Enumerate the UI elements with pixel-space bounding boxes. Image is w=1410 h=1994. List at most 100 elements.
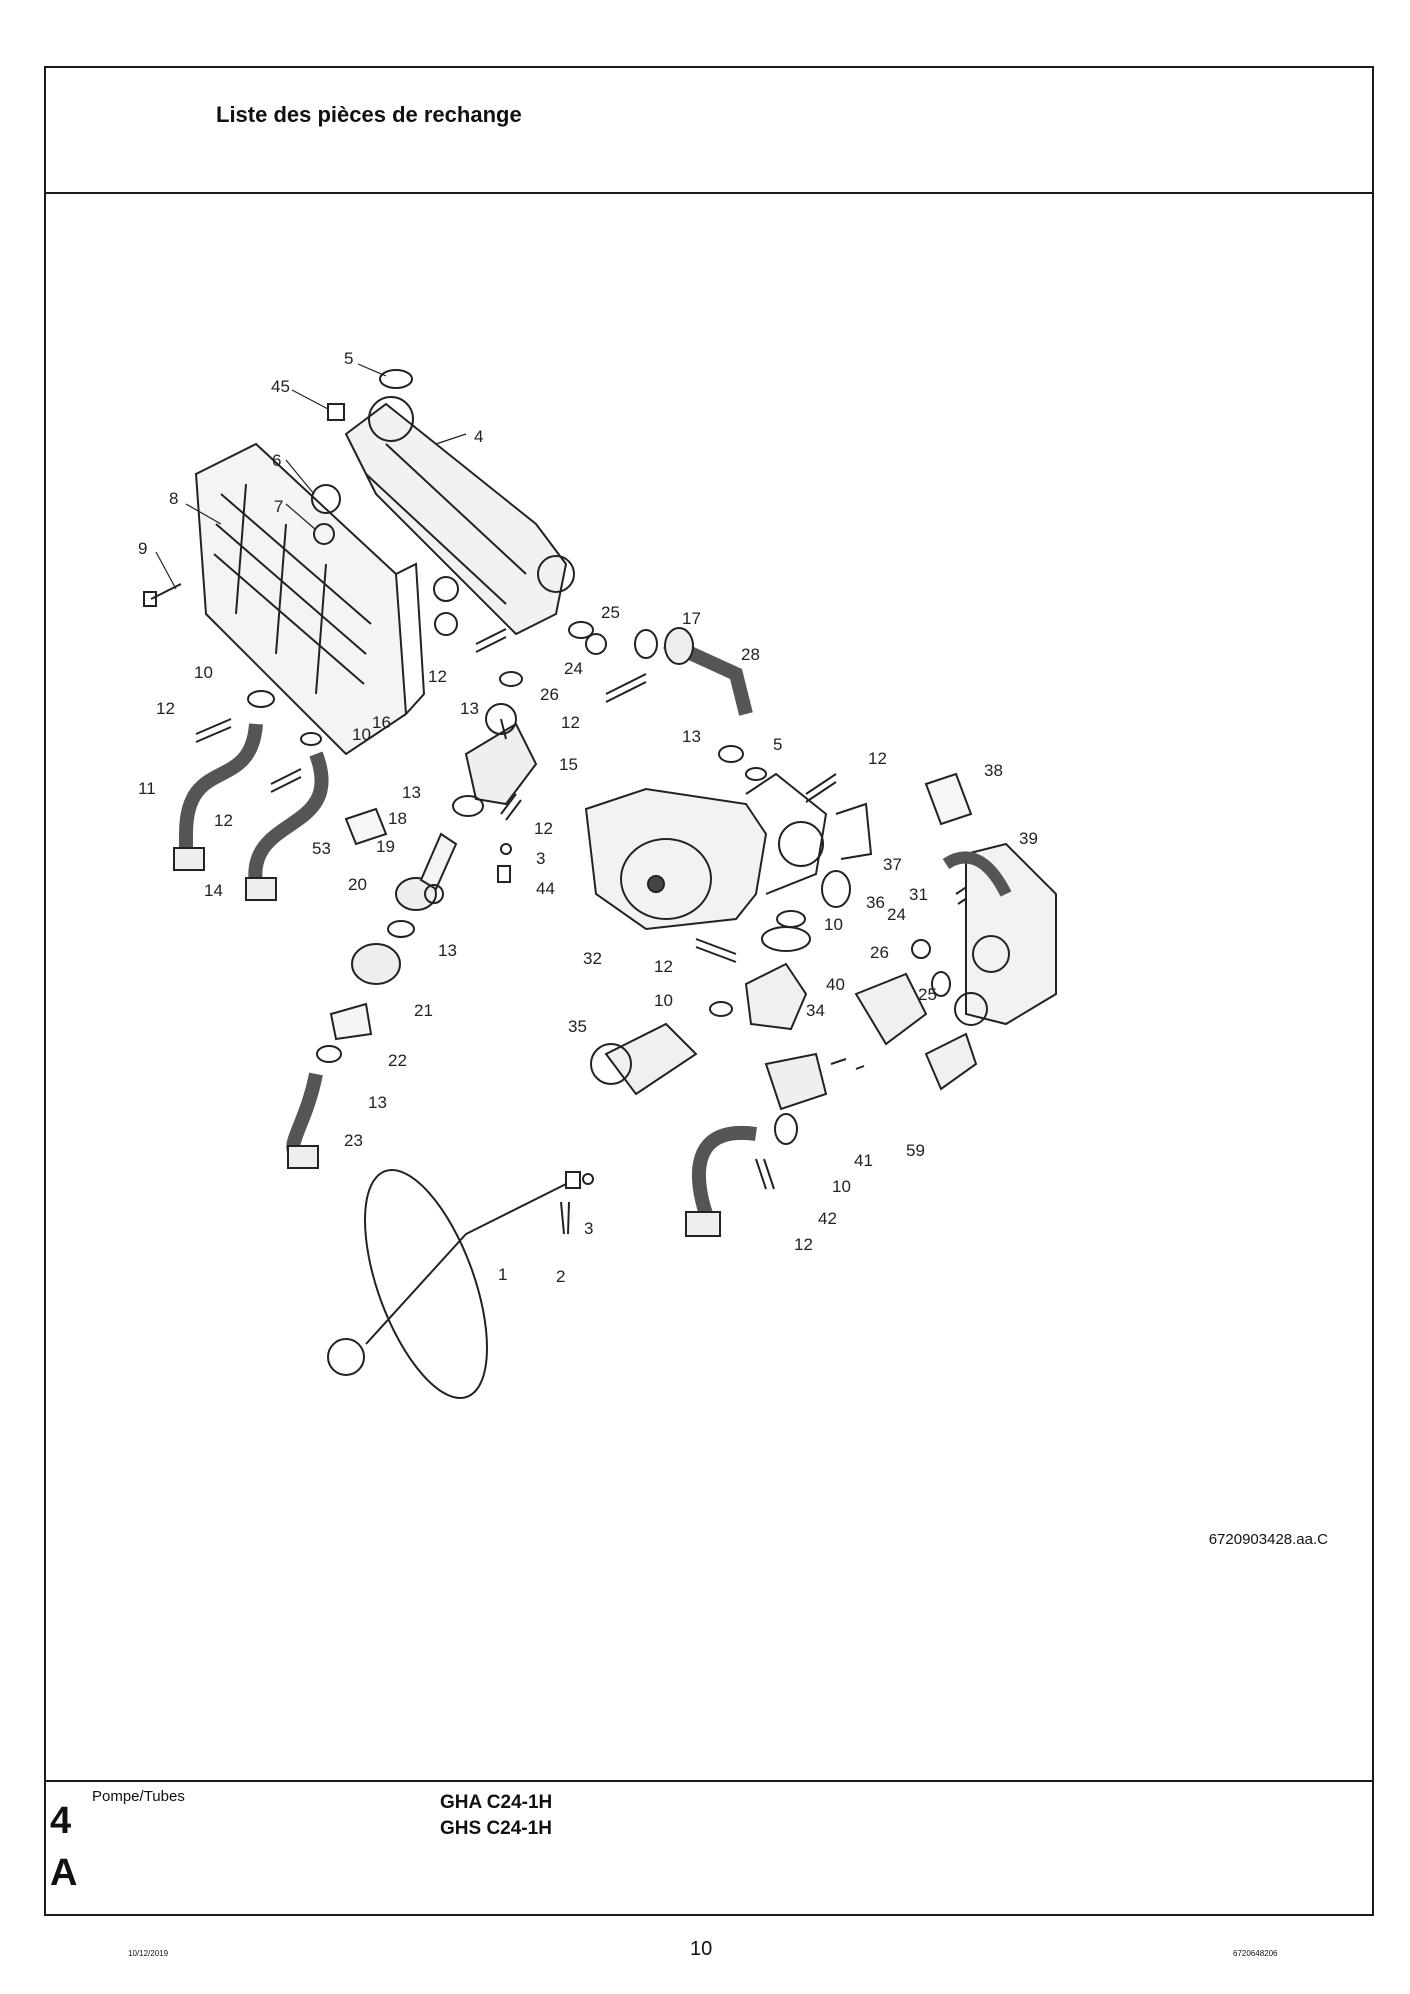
- callout-label: 7: [274, 497, 283, 516]
- callout-label: 9: [138, 539, 147, 558]
- callout-label: 39: [1019, 829, 1038, 848]
- callout-label: 10: [194, 663, 213, 682]
- footer-band: Pompe/Tubes 4 A GHA C24-1H GHS C24-1H: [46, 1780, 1372, 1914]
- callout-label: 12: [428, 667, 447, 686]
- nut-part: [327, 403, 345, 421]
- pipe-part: [248, 751, 329, 885]
- callout-label: 12: [654, 957, 673, 976]
- callout-label: 11: [138, 779, 156, 798]
- valve-part: [497, 865, 511, 883]
- callout-label: 37: [883, 855, 902, 874]
- callout-label: 13: [460, 699, 479, 718]
- callout-label: 15: [559, 755, 578, 774]
- filter-part: [395, 877, 437, 911]
- pipe-part: [179, 723, 263, 854]
- callout-label: 25: [601, 603, 620, 622]
- callout-label: 24: [887, 905, 906, 924]
- fitting-part: [604, 1022, 698, 1096]
- callout-label: 13: [402, 783, 421, 802]
- model-name: GHS C24-1H: [440, 1818, 552, 1839]
- callout-label: 13: [368, 1093, 387, 1112]
- callout-label: 2: [556, 1267, 565, 1286]
- seal-part: [313, 523, 335, 545]
- callout-label: 53: [312, 839, 331, 858]
- callout-label: 8: [169, 489, 178, 508]
- callout-label: 26: [540, 685, 559, 704]
- callout-label: 13: [682, 727, 701, 746]
- leader-lines: [155, 363, 467, 590]
- heat-exchanger-part: [194, 442, 426, 756]
- callout-label: 10: [654, 991, 673, 1010]
- callout-label: 14: [204, 881, 223, 900]
- callout-label: 44: [536, 879, 555, 898]
- callout-label: 59: [906, 1141, 925, 1160]
- parts-diagram: 5 45 4 6 8 7 9 25 17 28 24 12 26 13 10 1…: [138, 349, 1057, 1399]
- model-name: GHA C24-1H: [440, 1792, 553, 1813]
- callout-label: 32: [583, 949, 602, 968]
- manifold-housing-part: [344, 396, 575, 636]
- pipe-part: [286, 1072, 323, 1159]
- callout-label: 18: [388, 809, 407, 828]
- chapter-letter: A: [50, 1852, 78, 1894]
- sensor-part: [344, 807, 388, 846]
- callout-label: 12: [214, 811, 233, 830]
- callout-label: 12: [156, 699, 175, 718]
- callout-label: 12: [561, 713, 580, 732]
- callout-label: 23: [344, 1131, 363, 1150]
- clip-part: [329, 1002, 373, 1041]
- callout-label: 19: [376, 837, 395, 856]
- callout-label: 10: [352, 725, 371, 744]
- elbow-part: [744, 962, 808, 1031]
- callout-label: 1: [498, 1265, 507, 1284]
- callout-label: 17: [682, 609, 701, 628]
- callout-label: 38: [984, 761, 1003, 780]
- seal-part: [311, 484, 341, 514]
- callout-label: 3: [536, 849, 545, 868]
- callout-label: 34: [806, 1001, 825, 1020]
- header-band: Liste des pièces de rechange: [46, 68, 1372, 194]
- callout-label: 40: [826, 975, 845, 994]
- pipe-part: [692, 1125, 757, 1217]
- page-title: Liste des pièces de rechange: [216, 102, 522, 127]
- bracket-part: [924, 772, 973, 826]
- valve-part: [764, 1052, 828, 1111]
- callout-label: 12: [868, 749, 887, 768]
- callout-label: 20: [348, 875, 367, 894]
- drawing-reference: 6720903428.aa.C: [1208, 1531, 1328, 1548]
- sleeve-part: [419, 832, 458, 891]
- bracket-part: [835, 802, 873, 860]
- callout-label: 10: [832, 1177, 851, 1196]
- callout-label: 26: [870, 943, 889, 962]
- callout-label: 28: [741, 645, 760, 664]
- callout-label: 4: [474, 427, 483, 446]
- callout-label: 25: [918, 985, 937, 1004]
- pump-part: [584, 772, 828, 931]
- callout-label: 16: [372, 713, 391, 732]
- callout-label: 3: [584, 1219, 593, 1238]
- document-number: 6720648206: [1233, 1949, 1278, 1958]
- exploded-parts-drawing: 5 45 4 6 8 7 9 25 17 28 24 12 26 13 10 1…: [46, 194, 1372, 1780]
- callout-label: 41: [854, 1151, 873, 1170]
- callout-label: 10: [824, 915, 843, 934]
- fitting-part: [351, 943, 401, 985]
- chapter-number: 4: [50, 1800, 72, 1842]
- callout-label: 31: [909, 885, 928, 904]
- seal-part: [379, 369, 413, 389]
- manifold-part: [942, 842, 1057, 1026]
- footer-date: 10/12/2019: [128, 1949, 169, 1958]
- callout-label: 24: [564, 659, 583, 678]
- callout-label: 12: [794, 1235, 813, 1254]
- callout-label: 21: [414, 1001, 433, 1020]
- page-frame: Liste des pièces de rechange: [44, 66, 1374, 1916]
- valve-part: [854, 972, 928, 1046]
- callout-label: 13: [438, 941, 457, 960]
- callout-label: 5: [773, 735, 782, 754]
- callout-label: 42: [818, 1209, 837, 1228]
- callout-label: 12: [534, 819, 553, 838]
- section-label: Pompe/Tubes: [92, 1788, 185, 1805]
- callout-label: 6: [272, 451, 281, 470]
- callout-label: 35: [568, 1017, 587, 1036]
- callout-label: 22: [388, 1051, 407, 1070]
- valve-body-part: [464, 703, 538, 806]
- callout-label: 45: [271, 377, 290, 396]
